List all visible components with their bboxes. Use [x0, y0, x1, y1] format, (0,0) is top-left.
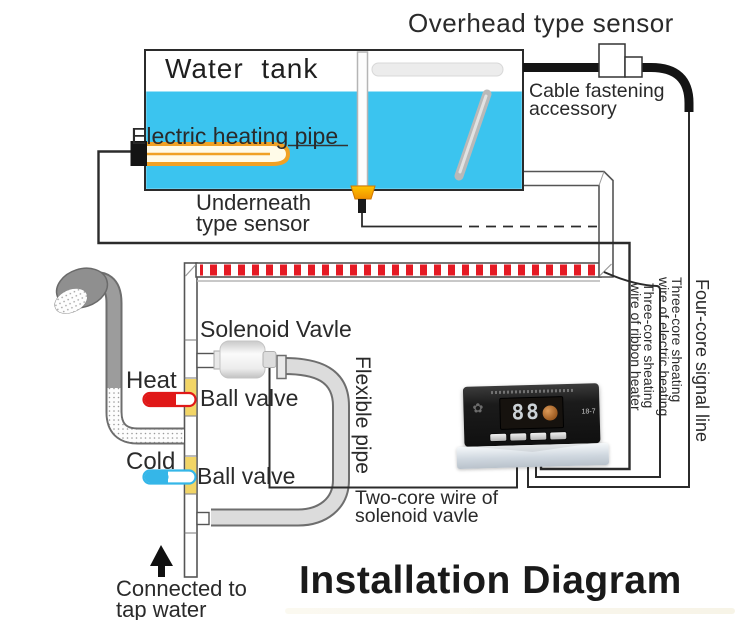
electric-heating-wire-label: Three-core sheating wire of electric hea…: [656, 277, 685, 417]
heat-thermometer: [142, 391, 197, 408]
controller-model-label: 18-7: [581, 408, 596, 416]
ribbon-heater-wire-label-line1: Three-core sheating: [641, 283, 657, 409]
temperature-controller: ✿ 88 18-7: [455, 381, 610, 473]
lcd-indicator-dot: [542, 405, 558, 421]
underneath-sensor-label-line1: Underneath: [196, 190, 311, 215]
tap-water-arrow: [150, 545, 173, 577]
controller-faceplate: ✿ 88 18-7: [462, 383, 601, 447]
underneath-sensor-label-line2: type sensor: [196, 211, 310, 236]
lcd-temperature-readout: 88: [511, 399, 542, 425]
controller-button[interactable]: [490, 433, 507, 442]
two-core-wire-label-line2: solenoid vavle: [355, 505, 479, 527]
controller-ornament: ✿: [472, 400, 484, 416]
water-tank-label: Water tank: [165, 53, 319, 84]
wire-electric-heating: [97, 150, 631, 471]
flexible-pipe-stub: [196, 511, 210, 526]
electric-heating-wire-label-line1: Three-core sheating: [669, 277, 685, 403]
shower-head: [54, 267, 109, 314]
cable-fastening-label-line1: Cable fastening: [529, 80, 665, 102]
four-core-signal-line-label: Four-core signal line: [692, 279, 712, 443]
sensor-cable: [523, 63, 694, 112]
solenoid-valve-label: Solenoid Vavle: [200, 316, 352, 342]
controller-base: [456, 442, 610, 470]
heat-label: Heat: [126, 367, 177, 394]
outlet-corner-bevel: [598, 171, 605, 186]
flexible-pipe-label: Flexible pipe: [351, 356, 374, 474]
wire-ribbon-heater: [535, 271, 661, 478]
controller-button[interactable]: [530, 432, 547, 441]
main-pipe: [183, 262, 198, 578]
electric-heating-wire-label-line2: wire of electric heating: [656, 277, 672, 417]
ribbon-heater-stripes: [200, 264, 596, 276]
electric-heating-pipe-label: Electric heating pipe: [131, 123, 339, 149]
tank-outlet-pipe: [522, 170, 614, 278]
solenoid-valve: [213, 340, 277, 379]
cold-thermometer: [142, 469, 197, 485]
cable-fastening-label-line2: accessory: [529, 98, 617, 120]
wire-four-core-signal: [527, 111, 690, 488]
outlet-bottom-bevel: [599, 263, 612, 276]
bottom-artifact: [285, 608, 735, 614]
main-pipe-joints: [184, 339, 197, 534]
ball-valve-bottom-label: Ball valve: [197, 463, 296, 489]
ribbon-heater-wire-label: Three-core sheating wire of ribbon heate…: [628, 283, 657, 411]
ball-valve-top-label: Ball valve: [200, 385, 299, 411]
two-core-wire-label-line1: Two-core wire of: [355, 487, 499, 509]
water-level-bar: [371, 62, 504, 77]
connected-tap-water-label-line1: Connected to: [116, 576, 247, 601]
underneath-sensor-rod: [356, 51, 369, 187]
wire-underneath-sensor: [361, 212, 452, 228]
heating-terminal: [130, 141, 147, 166]
diagram-title: Installation Diagram: [299, 559, 682, 602]
ribbon-heater-wire-label-line2: wire of ribbon heater: [628, 283, 644, 411]
controller-button[interactable]: [510, 433, 527, 441]
connected-tap-water-label-line2: tap water: [116, 597, 207, 620]
underneath-sensor-nut: [350, 185, 376, 200]
flexible-pipe: [211, 354, 350, 527]
controller-brand-strip: [490, 388, 574, 395]
overhead-sensor-probe: [454, 89, 492, 181]
underneath-sensor-probe: [358, 199, 366, 213]
controller-buttons: [490, 432, 567, 442]
solenoid-pipe-stub: [196, 352, 217, 369]
shower-hose: [83, 271, 184, 445]
pipe-corner-bevel: [185, 264, 197, 277]
controller-button[interactable]: [550, 432, 567, 440]
cold-label: Cold: [126, 448, 176, 475]
wire-two-core-solenoid: [268, 366, 518, 489]
cable-clamp: [598, 43, 643, 78]
controller-lcd: 88: [499, 396, 565, 430]
overhead-sensor-label: Overhead type sensor: [408, 8, 674, 38]
heating-element: [147, 142, 291, 166]
